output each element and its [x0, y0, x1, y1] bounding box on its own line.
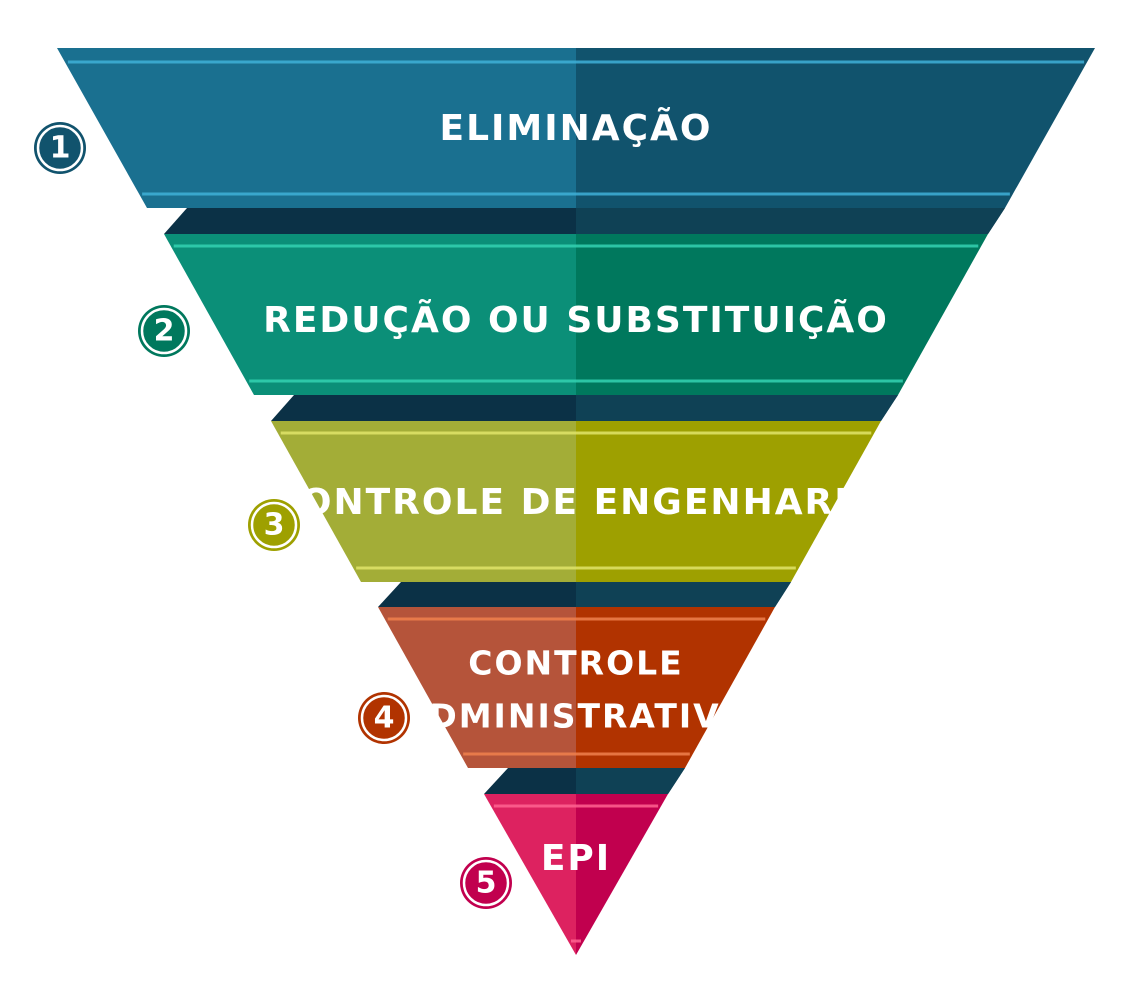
level-3-badge-number: 3: [264, 508, 285, 543]
level-5-badge-outer: [460, 857, 512, 909]
level-5-left-half: [484, 794, 576, 955]
level-5-badge-number: 5: [476, 866, 497, 901]
level-2-badge-ring: [140, 307, 188, 355]
connector-shade-4: [576, 768, 685, 794]
level-2-badge-outer: [138, 305, 190, 357]
level-4-badge-outer: [358, 692, 410, 744]
level-4-right-half: [576, 607, 775, 768]
level-2-left-half: [164, 234, 576, 395]
level-2-badge-number: 2: [154, 314, 175, 349]
level-1-label: ELIMINAÇÃO: [439, 107, 712, 149]
connector-shade-3: [576, 582, 791, 607]
level-2-right-half: [576, 234, 988, 395]
level-1-left-half: [57, 48, 576, 208]
level-3-right-half: [576, 421, 881, 582]
level-3-badge-ring: [250, 501, 298, 549]
level-1-badge-outer: [34, 122, 86, 174]
level-3-badge-outer: [248, 499, 300, 551]
level-4-badge-ring: [360, 694, 408, 742]
level-4-left-half: [378, 607, 576, 768]
level-2-label: REDUÇÃO OU SUBSTITUIÇÃO: [263, 299, 889, 341]
connector-shade-2: [576, 395, 898, 421]
level-4-label: ADMINISTRATIVO: [402, 697, 750, 736]
level-2: REDUÇÃO OU SUBSTITUIÇÃO 2: [138, 234, 988, 395]
level-4-label: CONTROLE: [468, 644, 683, 683]
level-4-badge-number: 4: [374, 701, 395, 736]
level-5-label: EPI: [541, 838, 611, 879]
level-1-right-half: [576, 48, 1095, 208]
level-5: EPI 5: [460, 794, 668, 955]
level-1-badge-number: 1: [50, 131, 71, 166]
level-1: ELIMINAÇÃO 1: [34, 48, 1095, 208]
level-5-badge-ring: [462, 859, 510, 907]
level-1-badge-ring: [36, 124, 84, 172]
connector-shade-1: [576, 208, 1005, 234]
level-3-label: CONTROLE DE ENGENHARIA: [272, 482, 879, 523]
level-3-left-half: [271, 421, 576, 582]
level-5-right-half: [576, 794, 668, 955]
